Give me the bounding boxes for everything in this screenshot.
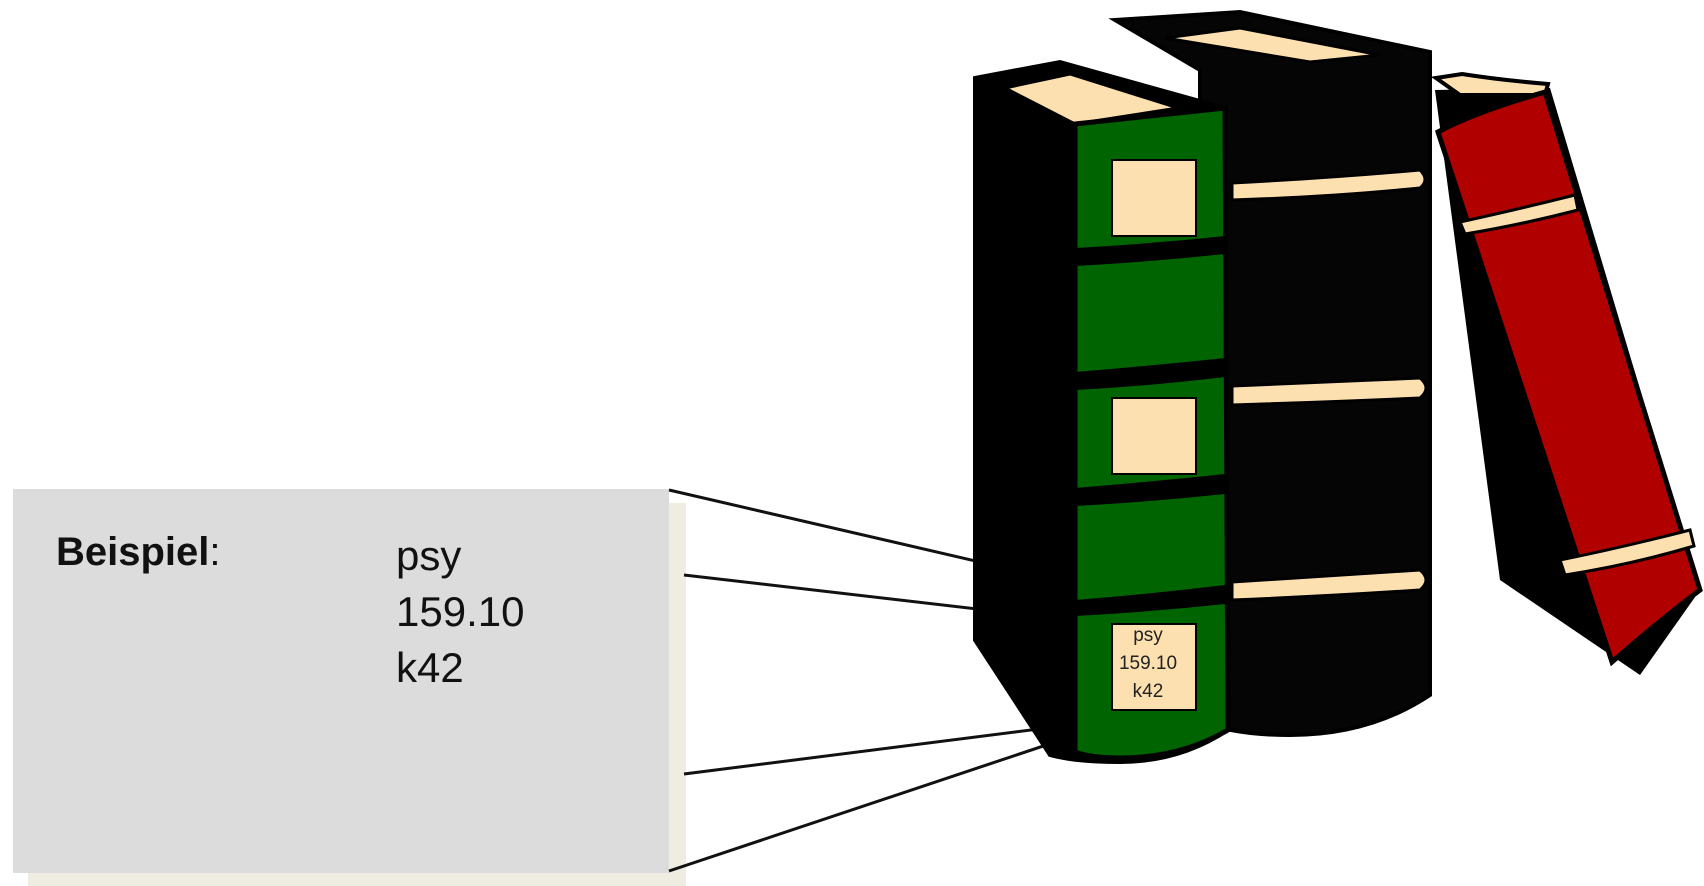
black-book-band-2 (1230, 376, 1428, 407)
spine-label-line-2: 159.10 (1118, 653, 1178, 674)
call-number-line-2: 159.10 (396, 588, 525, 635)
red-book-band-1 (1457, 193, 1580, 236)
red-book-spine (1434, 88, 1703, 667)
spine-label-line-3: k42 (1132, 681, 1164, 702)
green-book-band-4 (1075, 585, 1225, 616)
green-book-band-2 (1075, 358, 1225, 390)
red-book-pages (1430, 71, 1551, 97)
black-book-band-1 (1230, 168, 1427, 202)
zoom-panel (13, 489, 669, 873)
black-book-pages (1164, 26, 1381, 64)
green-book-band-3 (1075, 474, 1225, 506)
green-book-pages (1000, 72, 1179, 126)
green-book-band-1 (1075, 236, 1225, 266)
black-book-band-3 (1230, 568, 1428, 602)
example-label: Beispiel (56, 530, 210, 574)
green-book-label-middle (1111, 397, 1197, 475)
spine-label-line-1: psy (1133, 625, 1163, 646)
green-book-label-top (1111, 159, 1197, 237)
call-number: psy 159.10 k42 (396, 528, 524, 696)
call-number-line-3: k42 (396, 644, 464, 691)
green-book-call-label (1111, 623, 1197, 711)
red-book (1430, 71, 1703, 675)
green-book (973, 59, 1231, 765)
example-heading: Beispiel: (56, 528, 221, 576)
example-colon: : (209, 530, 221, 574)
black-book (1108, 9, 1432, 738)
spine-label: psy 159.10 k42 (1108, 622, 1188, 706)
call-number-line-1: psy (396, 532, 462, 579)
red-book-band-2 (1558, 528, 1696, 577)
